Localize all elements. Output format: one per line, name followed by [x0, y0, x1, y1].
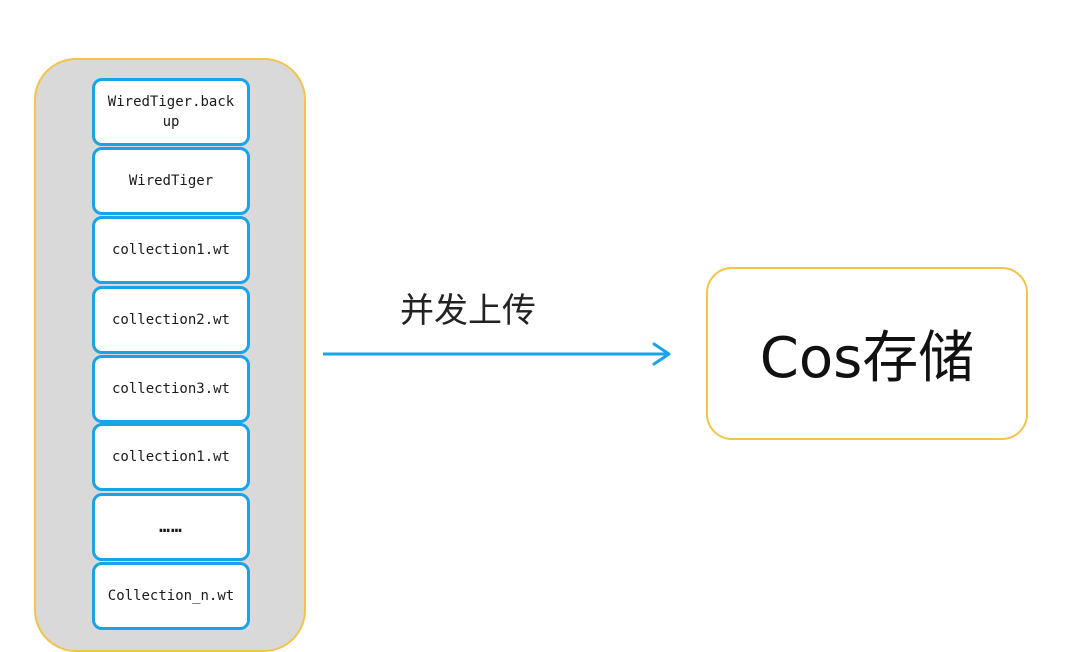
file-box-wiredtiger: WiredTiger — [92, 147, 250, 215]
file-box-collection1-repeat: collection1.wt — [92, 423, 250, 491]
cos-storage-box: Cos存储 — [706, 267, 1028, 440]
cos-storage-label: Cos存储 — [759, 326, 975, 391]
file-box-collection-n: Collection_n.wt — [92, 562, 250, 630]
file-box-ellipsis: …… — [92, 493, 250, 561]
file-box-collection2: collection2.wt — [92, 286, 250, 354]
upload-arrow-icon — [323, 342, 671, 366]
file-box-wiredtiger-backup: WiredTiger.back up — [92, 78, 250, 146]
concurrent-upload-label: 并发上传 — [400, 291, 536, 331]
file-box-collection1: collection1.wt — [92, 216, 250, 284]
file-box-collection3: collection3.wt — [92, 355, 250, 423]
